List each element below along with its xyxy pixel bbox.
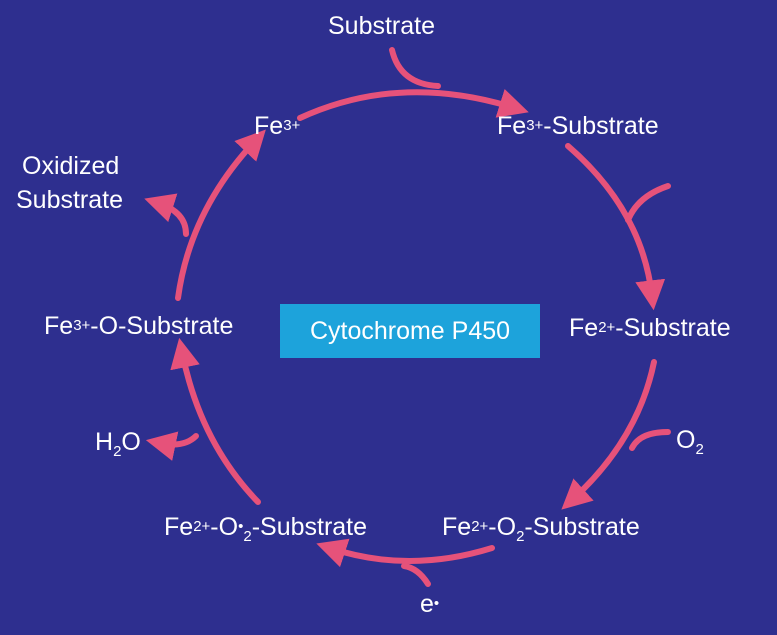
arrow-o2-input [629,429,671,451]
node-fe2-substrate: Fe2+-Substrate [569,316,731,341]
fe2-o2rad-radical-dot: • [238,518,244,535]
arrow-h2o-output [145,431,199,461]
fe2-substrate-rest: -Substrate [615,314,731,342]
fe3-o-substrate-base: Fe [44,312,74,340]
arrow-electron-input-upper [625,183,671,223]
arrow-electron-input-bottom [401,563,431,587]
oxidized-substrate-line1: Oxidized [22,152,120,180]
h2o-subscript: 2 [113,443,122,460]
fe3-o-substrate-charge: 3+ [73,317,91,334]
fe3-substrate-base: Fe [497,112,527,140]
fe3-substrate-charge: 3+ [526,117,544,134]
fe2-o2-rest: -Substrate [524,513,640,541]
node-fe2-o2rad-substrate: Fe2+-O•2-Substrate [164,513,368,545]
h2o-output-label: H2O [95,428,141,460]
fe2-o2-o: -O [488,513,517,541]
fe2-o2rad-charge: 2+ [193,518,211,535]
o2-input-label: O2 [676,426,704,458]
arrow-fe2-substrate-to-fe2-o2-substrate [561,359,657,510]
fe3-o-substrate-rest: -O-Substrate [90,312,234,340]
fe2-o2rad-base: Fe [164,513,194,541]
fe3-base: Fe [254,112,284,140]
cytochrome-p450-box: Cytochrome P450 [280,304,540,358]
o2-o: O [676,426,696,454]
arrow-fe3-to-fe3-substrate [297,89,529,121]
arrow-fe3-o-substrate-to-fe3 [175,129,266,301]
node-fe3-o-substrate: Fe3+-O-Substrate [44,314,233,339]
oxidized-substrate-line2: Substrate [16,186,124,214]
h2o-o: O [121,428,141,456]
fe2-o2rad-o: -O [210,513,239,541]
fe2-o2rad-subscript: 2 [243,528,252,545]
electron-radical-dot: • [433,595,440,612]
o2-subscript: 2 [695,441,704,458]
fe2-o2-charge: 2+ [471,518,489,535]
electron-input-label: e• [420,592,439,617]
fe3-charge: 3+ [283,117,301,134]
fe2-substrate-charge: 2+ [598,319,616,336]
substrate-input-label: Substrate [328,12,436,40]
fe2-o2-base: Fe [442,513,472,541]
arrow-fe3-substrate-to-fe2-substrate [565,143,666,311]
node-fe3: Fe3+ [254,114,300,139]
arrow-fe2-o2-to-fe2-o2rad [316,538,495,568]
node-fe3-substrate: Fe3+-Substrate [497,114,659,139]
electron-e: e [420,590,434,618]
h2o-h: H [95,428,114,456]
fe3-substrate-rest: -Substrate [543,112,659,140]
fe2-o2rad-rest: -Substrate [251,513,368,541]
fe2-o2-subscript: 2 [516,528,525,545]
node-fe2-o2-substrate: Fe2+-O2-Substrate [442,513,640,545]
arrow-fe2-o2rad-to-fe3-o-substrate [170,337,261,505]
arrow-oxidized-output [144,193,189,237]
arrow-substrate-input [389,47,441,89]
arrow-group [144,47,671,587]
fe2-substrate-base: Fe [569,314,599,342]
